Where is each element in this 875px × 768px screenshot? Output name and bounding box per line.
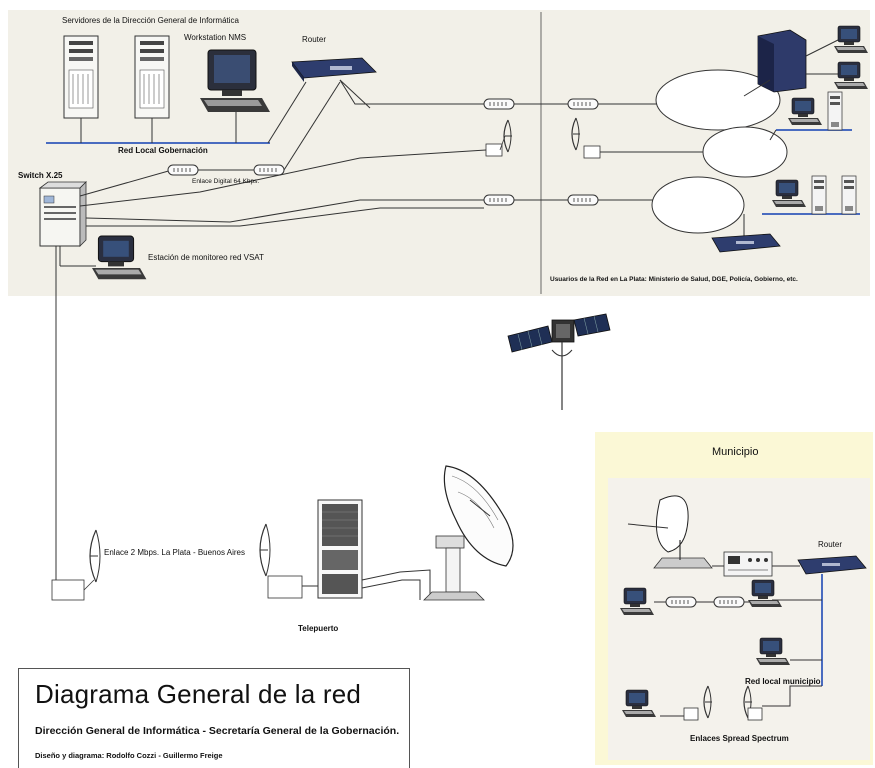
server-2 bbox=[134, 35, 170, 119]
mainframe bbox=[757, 29, 807, 93]
router-top bbox=[291, 57, 377, 82]
spread-box-2 bbox=[747, 707, 763, 721]
title-block: Diagrama General de la red Dirección Gen… bbox=[18, 668, 410, 768]
network-cloud-3 bbox=[651, 176, 745, 234]
diagram-credit: Diseño y diagrama: Rodolfo Cozzi - Guill… bbox=[35, 751, 223, 760]
usuarios-label: Usuarios de la Red en La Plata: Minister… bbox=[550, 276, 798, 283]
workstation-label: Workstation NMS bbox=[184, 33, 247, 42]
switch-label: Switch X.25 bbox=[18, 171, 63, 180]
tower-lp-1 bbox=[827, 91, 843, 131]
modem-gob-1 bbox=[483, 98, 515, 110]
modem-lp-2 bbox=[567, 194, 599, 206]
dish-ba-icon bbox=[259, 523, 271, 577]
servers-label: Servidores de la Dirección General de In… bbox=[62, 16, 239, 25]
red-local-municipio-label: Red local municipio bbox=[745, 677, 821, 686]
radio-box-lp bbox=[51, 579, 85, 601]
modem-64k-1 bbox=[167, 164, 199, 176]
dish-lp-icon bbox=[83, 529, 101, 591]
municipio-title: Municipio bbox=[712, 446, 759, 458]
municipio-vsat-unit bbox=[723, 551, 773, 577]
municipio-modem-1 bbox=[665, 596, 697, 608]
enlaces-spread-label: Enlaces Spread Spectrum bbox=[690, 734, 789, 743]
red-local-label: Red Local Gobernación bbox=[118, 146, 208, 155]
network-cloud-1 bbox=[655, 69, 781, 131]
diagram-subtitle: Dirección General de Informática - Secre… bbox=[35, 725, 400, 737]
modem-lp-1 bbox=[567, 98, 599, 110]
radio-link-gob bbox=[485, 119, 513, 157]
router-top-label: Router bbox=[302, 35, 327, 44]
municipio-router-label: Router bbox=[818, 540, 843, 549]
satellite-icon bbox=[507, 313, 611, 410]
network-cloud-2 bbox=[702, 126, 788, 178]
telepuerto-label: Telepuerto bbox=[298, 624, 339, 633]
workstation-nms bbox=[200, 49, 270, 112]
tower-lp-3 bbox=[841, 175, 857, 215]
telepuerto-rack bbox=[317, 499, 363, 599]
municipio-inner bbox=[608, 478, 870, 760]
server-1 bbox=[63, 35, 99, 119]
enlace-digital-label: Enlace Digital 64 Kbps. bbox=[192, 178, 260, 185]
municipio-router bbox=[797, 555, 867, 575]
municipio-modem-2 bbox=[713, 596, 745, 608]
tower-lp-2 bbox=[811, 175, 827, 215]
estacion-label: Estación de monitoreo red VSAT bbox=[148, 253, 264, 262]
switch-x25 bbox=[38, 181, 87, 247]
municipio-dish-icon bbox=[627, 495, 713, 569]
telepuerto-dish-icon bbox=[423, 465, 514, 601]
diagram-title: Diagrama General de la red bbox=[35, 679, 362, 709]
enlace-2mbps-label: Enlace 2 Mbps. La Plata - Buenos Aires bbox=[104, 548, 245, 557]
spread-box-1 bbox=[683, 707, 699, 721]
radio-box-ba bbox=[267, 575, 303, 599]
modem-64k-2 bbox=[253, 164, 285, 176]
radio-link-lp bbox=[571, 117, 704, 159]
router-lp bbox=[711, 233, 781, 253]
modem-gob-2 bbox=[483, 194, 515, 206]
